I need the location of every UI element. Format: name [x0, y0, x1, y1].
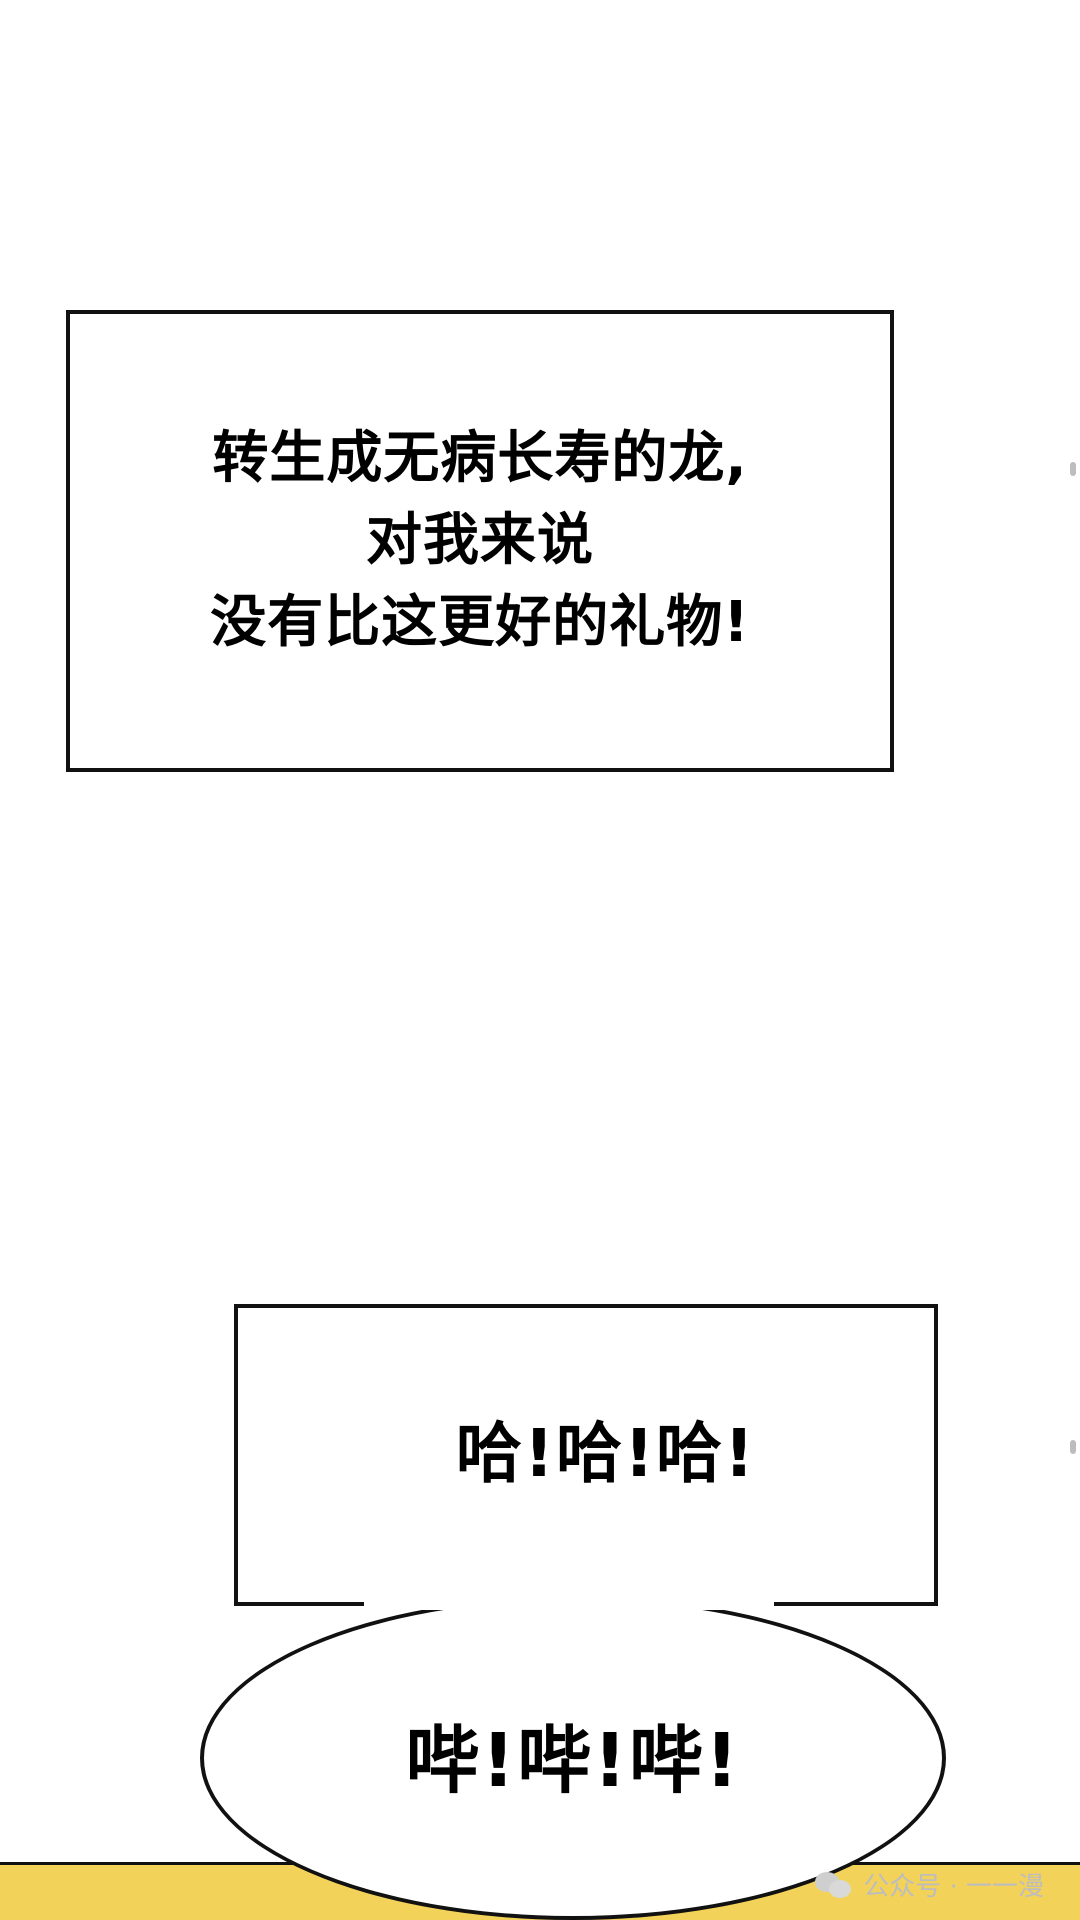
narration-line-2: 对我来说: [366, 508, 594, 573]
speech-bubble: 哔!哔!哔!: [200, 1596, 946, 1920]
bubble-joint: [364, 1600, 774, 1610]
narration-line-1: 转生成无病长寿的龙,: [212, 426, 748, 491]
wechat-icon: [815, 1870, 853, 1900]
scroll-indicator: [1070, 1440, 1076, 1454]
speech-text: 哔!哔!哔!: [405, 1717, 741, 1804]
scroll-indicator: [1070, 462, 1076, 476]
shout-text: 哈!哈!哈!: [455, 1415, 757, 1492]
narration-box: 转生成无病长寿的龙, 对我来说 没有比这更好的礼物!: [66, 310, 894, 772]
watermark: 公众号 · 一一漫: [815, 1866, 1044, 1903]
narration-text: 转生成无病长寿的龙, 对我来说 没有比这更好的礼物!: [100, 418, 860, 664]
narration-line-3: 没有比这更好的礼物!: [210, 590, 750, 655]
watermark-text: 公众号 · 一一漫: [863, 1872, 1044, 1902]
shout-caption-box: 哈!哈!哈!: [234, 1304, 938, 1606]
